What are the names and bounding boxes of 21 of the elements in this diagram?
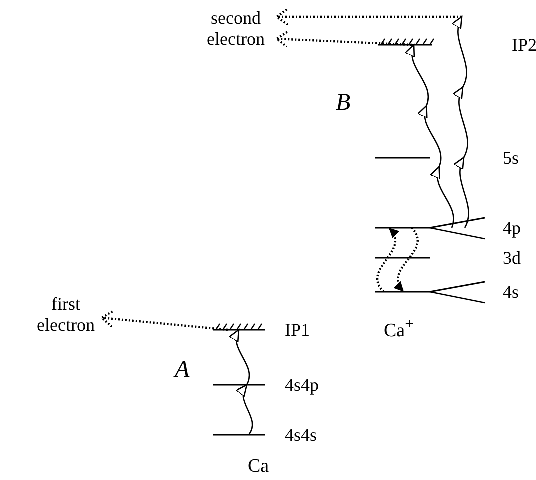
species-label: Ca$^{+}$ — [384, 315, 414, 344]
level-label: 4s4s — [285, 425, 318, 445]
photon-arrow — [452, 16, 470, 228]
electron-label: second electron — [206, 8, 266, 50]
level-label: 4s — [503, 282, 520, 302]
electron-arrow — [276, 8, 462, 26]
level-label: IP1 — [285, 320, 310, 340]
dotted-wavy-arrow — [394, 227, 419, 293]
level-label: 3d — [503, 247, 521, 270]
level-label: 5s — [503, 147, 520, 170]
level-label: IP2 — [512, 34, 536, 57]
photon-arrow — [405, 44, 454, 228]
electron-label: first electron — [36, 294, 96, 336]
process-letter: A — [175, 357, 190, 383]
photon-arrow — [230, 328, 250, 386]
photon-arrow — [236, 384, 254, 436]
species-label: Ca — [248, 455, 270, 479]
level-label: 4p — [503, 218, 521, 238]
level-label: 4s4p — [285, 375, 320, 395]
dotted-wavy-arrow — [376, 227, 400, 293]
process-letter: B — [336, 90, 351, 116]
